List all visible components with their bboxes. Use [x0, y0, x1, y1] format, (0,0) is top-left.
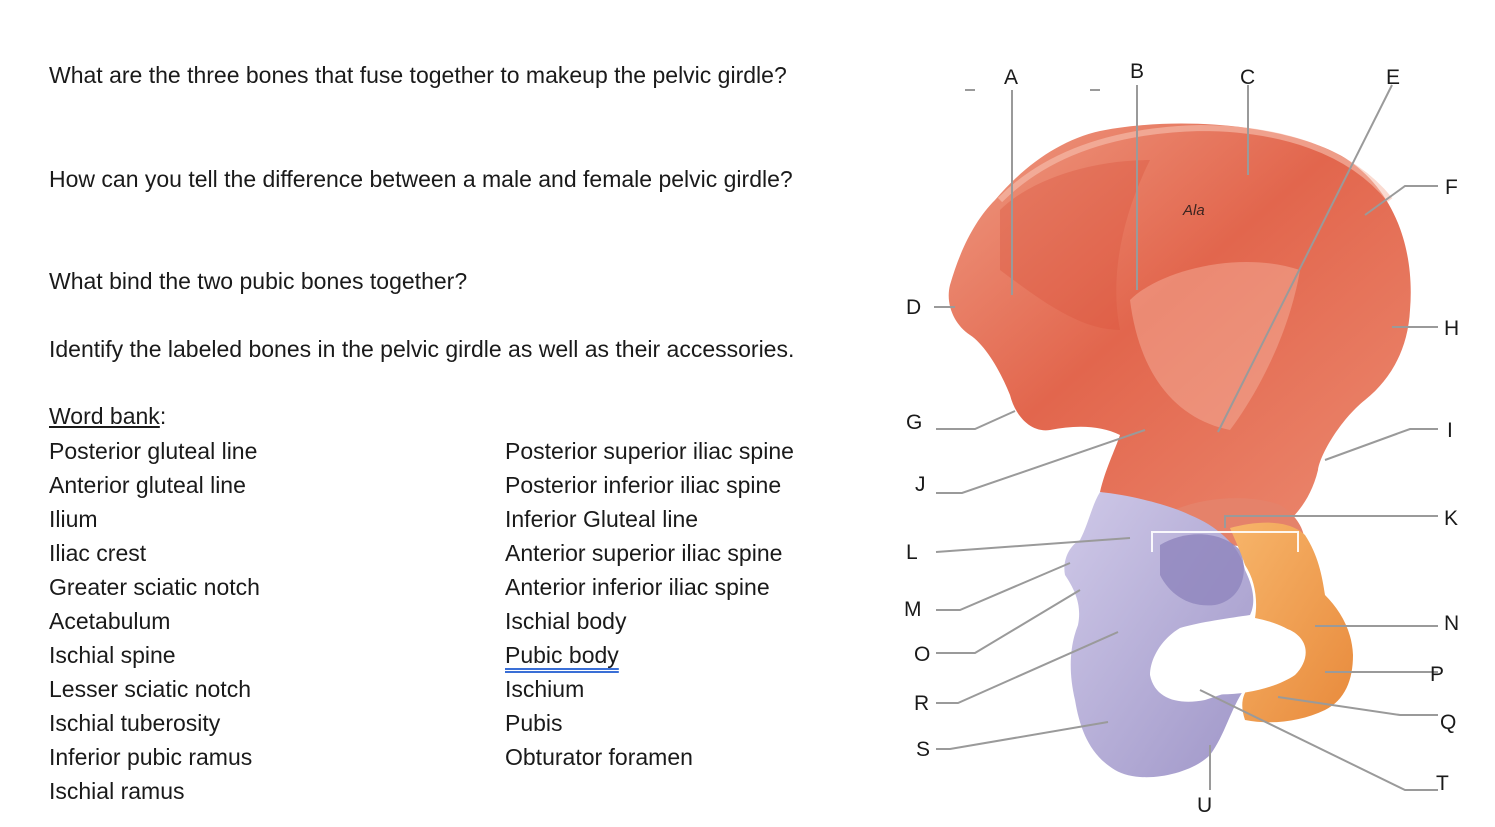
leader-K: [1224, 515, 1438, 528]
leader-T: [1199, 689, 1438, 791]
iliac-crest-highlight: [997, 124, 1393, 203]
label-J: J: [915, 473, 926, 496]
word-bank-item: Obturator foramen: [505, 744, 693, 770]
word-bank-item: Inferior Gluteal line: [505, 506, 699, 532]
word-bank-item: Ischial body: [505, 608, 627, 634]
label-I: I: [1447, 419, 1453, 442]
label-F: F: [1445, 176, 1458, 199]
question-3: What bind the two pubic bones together?: [49, 268, 468, 294]
label-H: H: [1444, 317, 1459, 340]
label-P: P: [1430, 663, 1444, 686]
label-B: B: [1130, 60, 1144, 83]
ilium-bone: [948, 123, 1411, 526]
word-bank-item: Posterior superior iliac spine: [505, 438, 794, 464]
leader-Q: [1277, 696, 1438, 716]
label-K: K: [1444, 507, 1458, 530]
word-bank-item: Anterior gluteal line: [49, 472, 246, 498]
pubis-bone: [1230, 522, 1353, 723]
leader-L: [935, 537, 1131, 553]
word-bank-item: Inferior pubic ramus: [49, 744, 253, 770]
word-bank-item: Ischial ramus: [49, 778, 185, 804]
label-O: O: [914, 643, 930, 666]
label-G: G: [906, 411, 922, 434]
acetabulum-bracket: [1151, 531, 1299, 552]
leader-O: [936, 589, 1081, 654]
word-bank-item: Ischial spine: [49, 642, 176, 668]
leader-G: [936, 410, 1016, 430]
ala-region-label: Ala: [1182, 202, 1205, 219]
spellcheck-underlined-text: Pubic body: [505, 642, 619, 668]
word-bank-item: Iliac crest: [49, 540, 147, 566]
leader-J: [936, 429, 1146, 494]
word-bank-item: Posterior gluteal line: [49, 438, 258, 464]
label-D: D: [906, 296, 921, 319]
word-bank-item: Greater sciatic notch: [49, 574, 260, 600]
label-R: R: [914, 692, 929, 715]
question-4: Identify the labeled bones in the pelvic…: [49, 336, 795, 362]
word-bank-item: Pubic body: [505, 638, 794, 672]
label-C: C: [1240, 66, 1255, 89]
diagram-labels: A B C D E F G H I J K L M N O P Q R S T …: [904, 60, 1459, 817]
leader-F: [1364, 185, 1438, 216]
word-bank-title-text: Word bank: [49, 403, 160, 429]
word-bank-title: Word bank:: [49, 399, 166, 433]
label-M: M: [904, 598, 922, 621]
label-U: U: [1197, 794, 1212, 817]
word-bank-right-column: Posterior superior iliac spine Posterior…: [505, 434, 794, 774]
label-A: A: [1004, 66, 1018, 89]
label-L: L: [906, 541, 918, 564]
leader-S: [936, 721, 1109, 750]
leader-lines: [934, 84, 1438, 791]
question-2: How can you tell the difference between …: [49, 166, 793, 192]
word-bank-item: Pubis: [505, 710, 563, 736]
word-bank-item: Anterior inferior iliac spine: [505, 574, 770, 600]
obturator-foramen: [1170, 623, 1306, 695]
word-bank-item: Posterior inferior iliac spine: [505, 472, 782, 498]
word-bank-item: Acetabulum: [49, 608, 171, 634]
label-E: E: [1386, 66, 1400, 89]
leader-R: [936, 631, 1119, 704]
word-bank-item: Ischium: [505, 676, 585, 702]
word-bank-item: Ilium: [49, 506, 98, 532]
word-bank-item: Ischial tuberosity: [49, 710, 221, 736]
label-Q: Q: [1440, 711, 1456, 734]
word-bank-title-colon: :: [159, 403, 167, 429]
leader-E: [1217, 84, 1393, 433]
leader-M: [936, 562, 1071, 611]
ilium-highlight: [1130, 261, 1300, 430]
pelvic-girdle-diagram: Ala A B C D E F G H I J K L M N O P Q R …: [904, 60, 1459, 817]
word-bank-item: Lesser sciatic notch: [49, 676, 251, 702]
word-bank-item: Anterior superior iliac spine: [505, 540, 783, 566]
label-S: S: [916, 738, 930, 761]
ilium-shading: [1000, 160, 1150, 330]
label-T: T: [1436, 772, 1449, 795]
word-bank-left-column: Posterior gluteal line Anterior gluteal …: [49, 434, 260, 808]
label-N: N: [1444, 612, 1459, 635]
leader-I: [1324, 428, 1438, 461]
question-1: What are the three bones that fuse toget…: [49, 62, 787, 88]
acetabulum-fossa: [1160, 534, 1244, 606]
